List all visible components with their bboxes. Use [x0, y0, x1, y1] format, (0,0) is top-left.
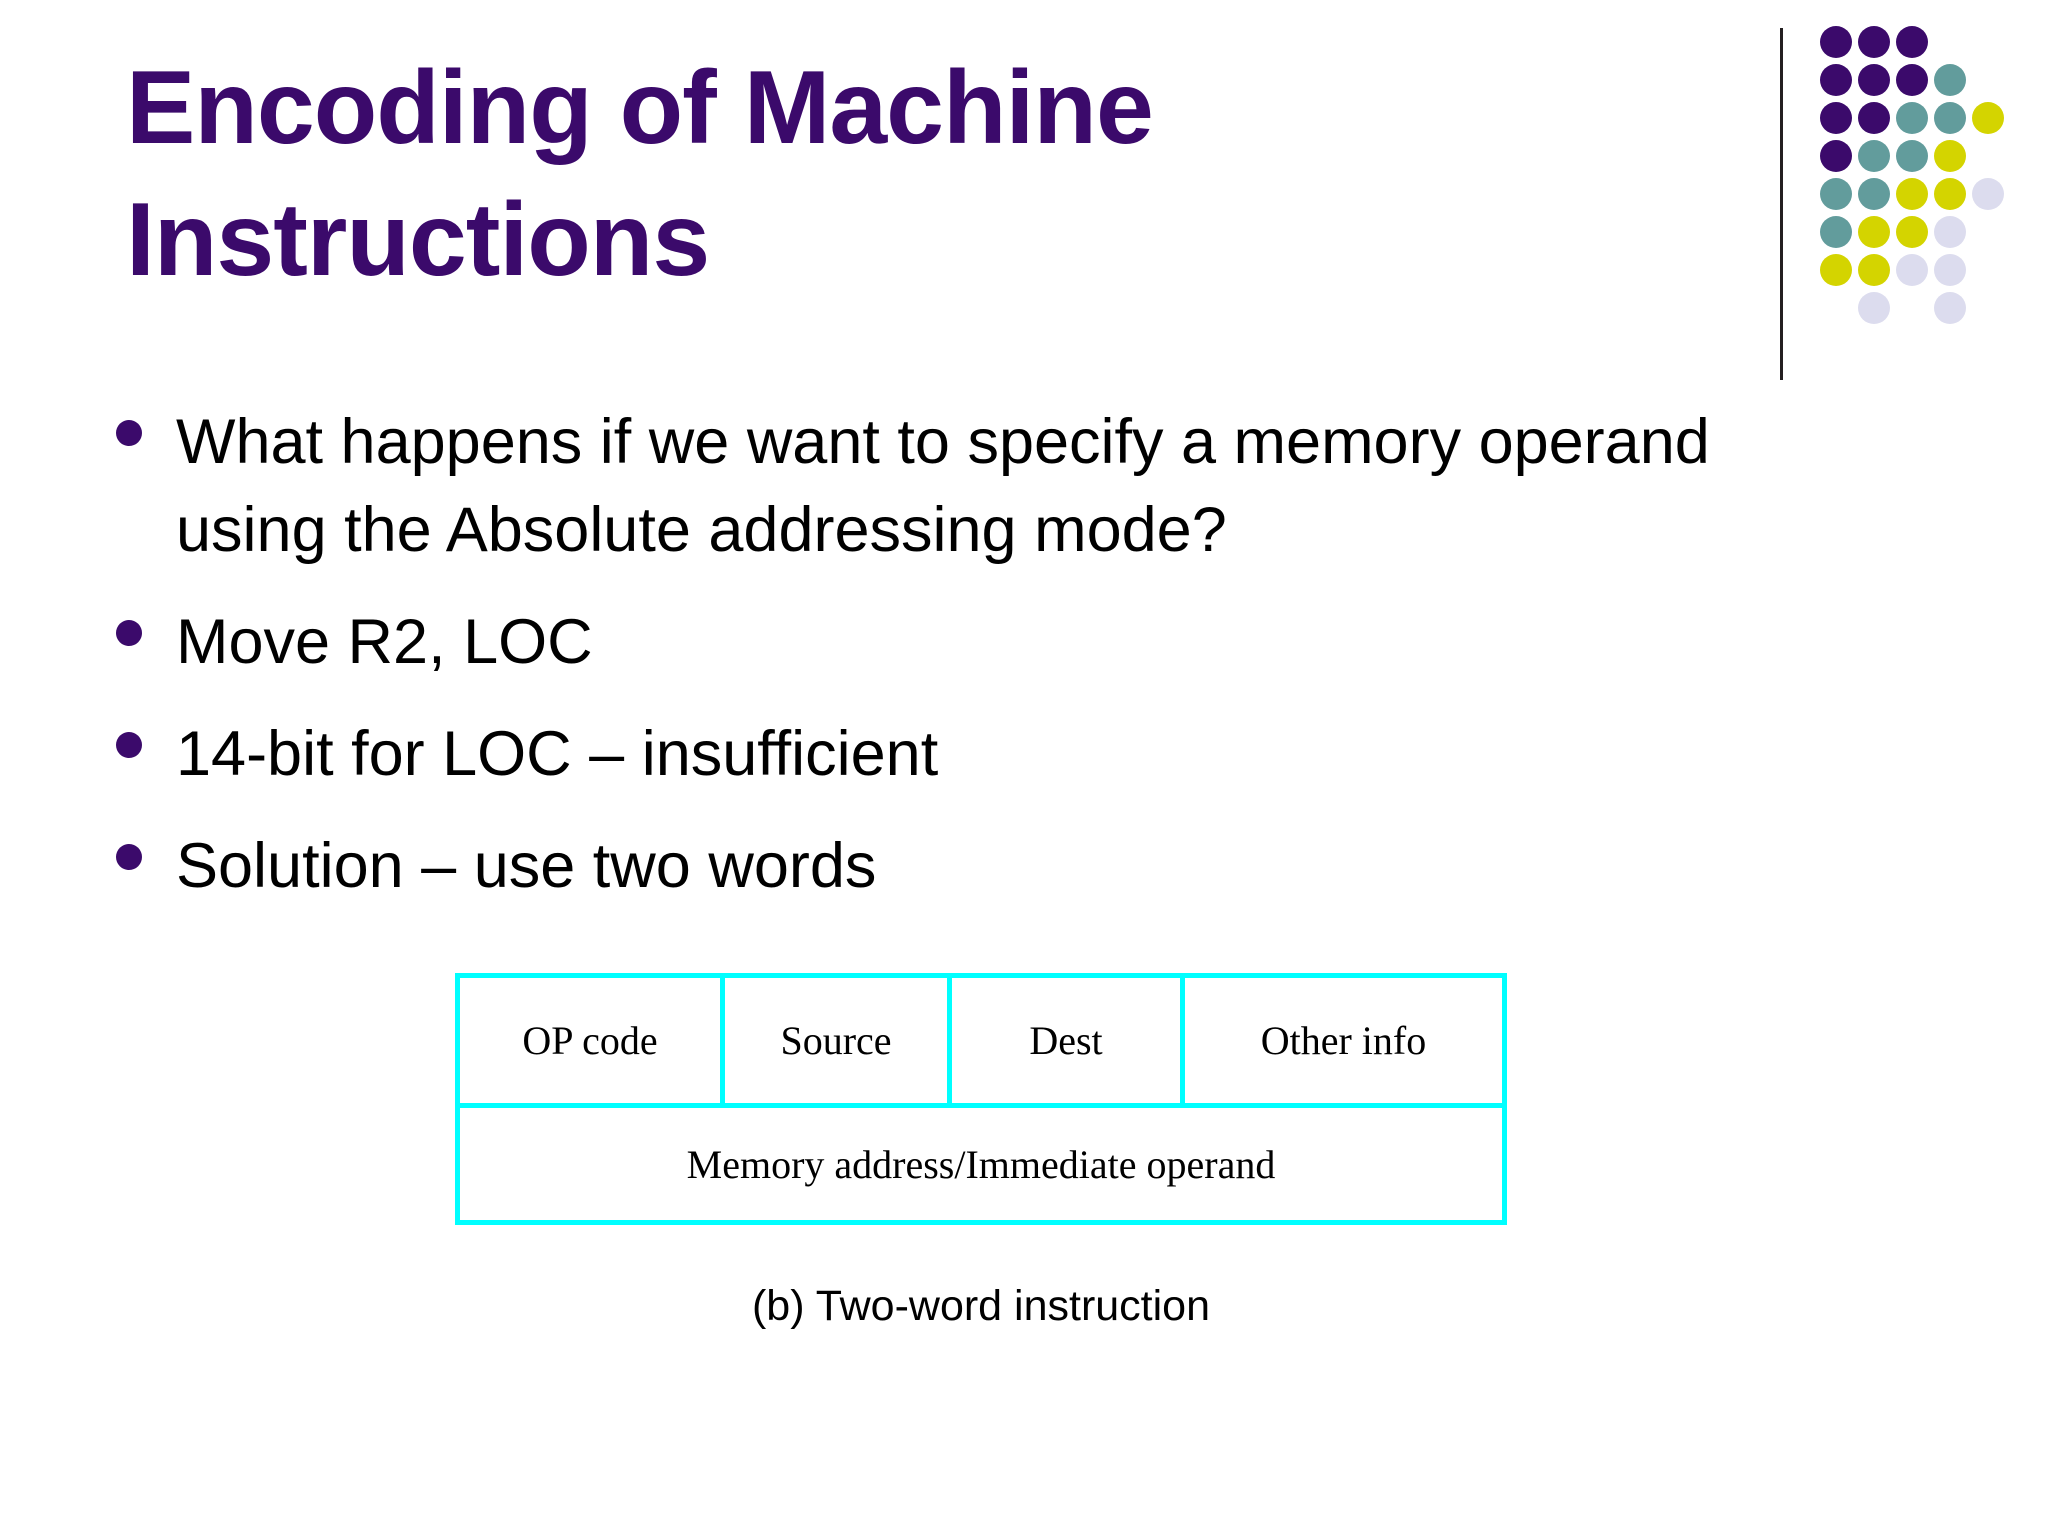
field-op-code: OP code [522, 1018, 658, 1063]
list-item-label: Solution – use two words [176, 831, 877, 901]
logo-dot-teal [1896, 102, 1928, 134]
logo-dot-yellow [1896, 178, 1928, 210]
logo-dot-yellow [1972, 102, 2004, 134]
logo-dot-yellow [1858, 216, 1890, 248]
logo-dot-lavender [1934, 254, 1966, 286]
logo-dot-purple [1858, 102, 1890, 134]
list-item: 14-bit for LOC – insufficient [116, 710, 1776, 798]
instruction-word-separator [460, 1103, 1502, 1108]
logo-dot-yellow [1820, 254, 1852, 286]
logo-dot-yellow [1896, 216, 1928, 248]
logo-dot-purple [1820, 140, 1852, 172]
logo-dot-teal [1820, 178, 1852, 210]
logo-dot-teal [1858, 178, 1890, 210]
logo-dot-lavender [1972, 178, 2004, 210]
logo-dot-lavender [1934, 292, 1966, 324]
logo-dot-purple [1820, 26, 1852, 58]
logo-dot-lavender [1896, 254, 1928, 286]
page-title-line-2: Instructions [126, 182, 710, 298]
page-title: Encoding of Machine Instructions [126, 42, 1376, 306]
list-item: What happens if we want to specify a mem… [116, 398, 1776, 574]
instruction-word-2-row: Memory address/Immediate operand [686, 1141, 1276, 1187]
field-other-info: Other info [1180, 978, 1502, 1103]
logo-dot-purple [1820, 102, 1852, 134]
logo-dot-purple [1858, 26, 1890, 58]
list-item-label: 14-bit for LOC – insufficient [176, 719, 939, 789]
list-item: Solution – use two words [116, 822, 1776, 910]
list-item-label: What happens if we want to specify a mem… [176, 407, 1710, 565]
logo-dot-purple [1896, 26, 1928, 58]
instruction-word-1-row: OP code Source Dest Other info [460, 978, 1502, 1103]
list-item-label: Move R2, LOC [176, 607, 593, 677]
logo-dot-teal [1934, 64, 1966, 96]
logo-dot-teal [1896, 140, 1928, 172]
logo-dot-teal [1934, 102, 1966, 134]
logo-dot-purple [1820, 64, 1852, 96]
bullet-list: What happens if we want to specify a mem… [116, 398, 1776, 934]
logo-dot-teal [1858, 140, 1890, 172]
logo-dot-lavender [1858, 292, 1890, 324]
logo-dot-grid-icon [1820, 26, 2040, 356]
logo-dot-yellow [1934, 178, 1966, 210]
logo-dot-yellow [1934, 140, 1966, 172]
logo-divider-rule [1780, 28, 1783, 380]
field-dest: Dest [947, 978, 1180, 1103]
bullet-dot-icon [116, 732, 142, 758]
logo-dot-purple [1858, 64, 1890, 96]
page-title-line-1: Encoding of Machine [126, 50, 1154, 166]
logo-dot-purple [1896, 64, 1928, 96]
logo-dot-lavender [1934, 216, 1966, 248]
field-source: Source [720, 978, 947, 1103]
bullet-dot-icon [116, 844, 142, 870]
logo-dot-teal [1820, 216, 1852, 248]
logo-dot-yellow [1858, 254, 1890, 286]
instruction-format-diagram: OP code Source Dest Other info Memory ad… [455, 973, 1507, 1225]
diagram-caption: (b) Two-word instruction [751, 1282, 1211, 1330]
bullet-dot-icon [116, 420, 142, 446]
bullet-dot-icon [116, 620, 142, 646]
list-item: Move R2, LOC [116, 598, 1776, 686]
